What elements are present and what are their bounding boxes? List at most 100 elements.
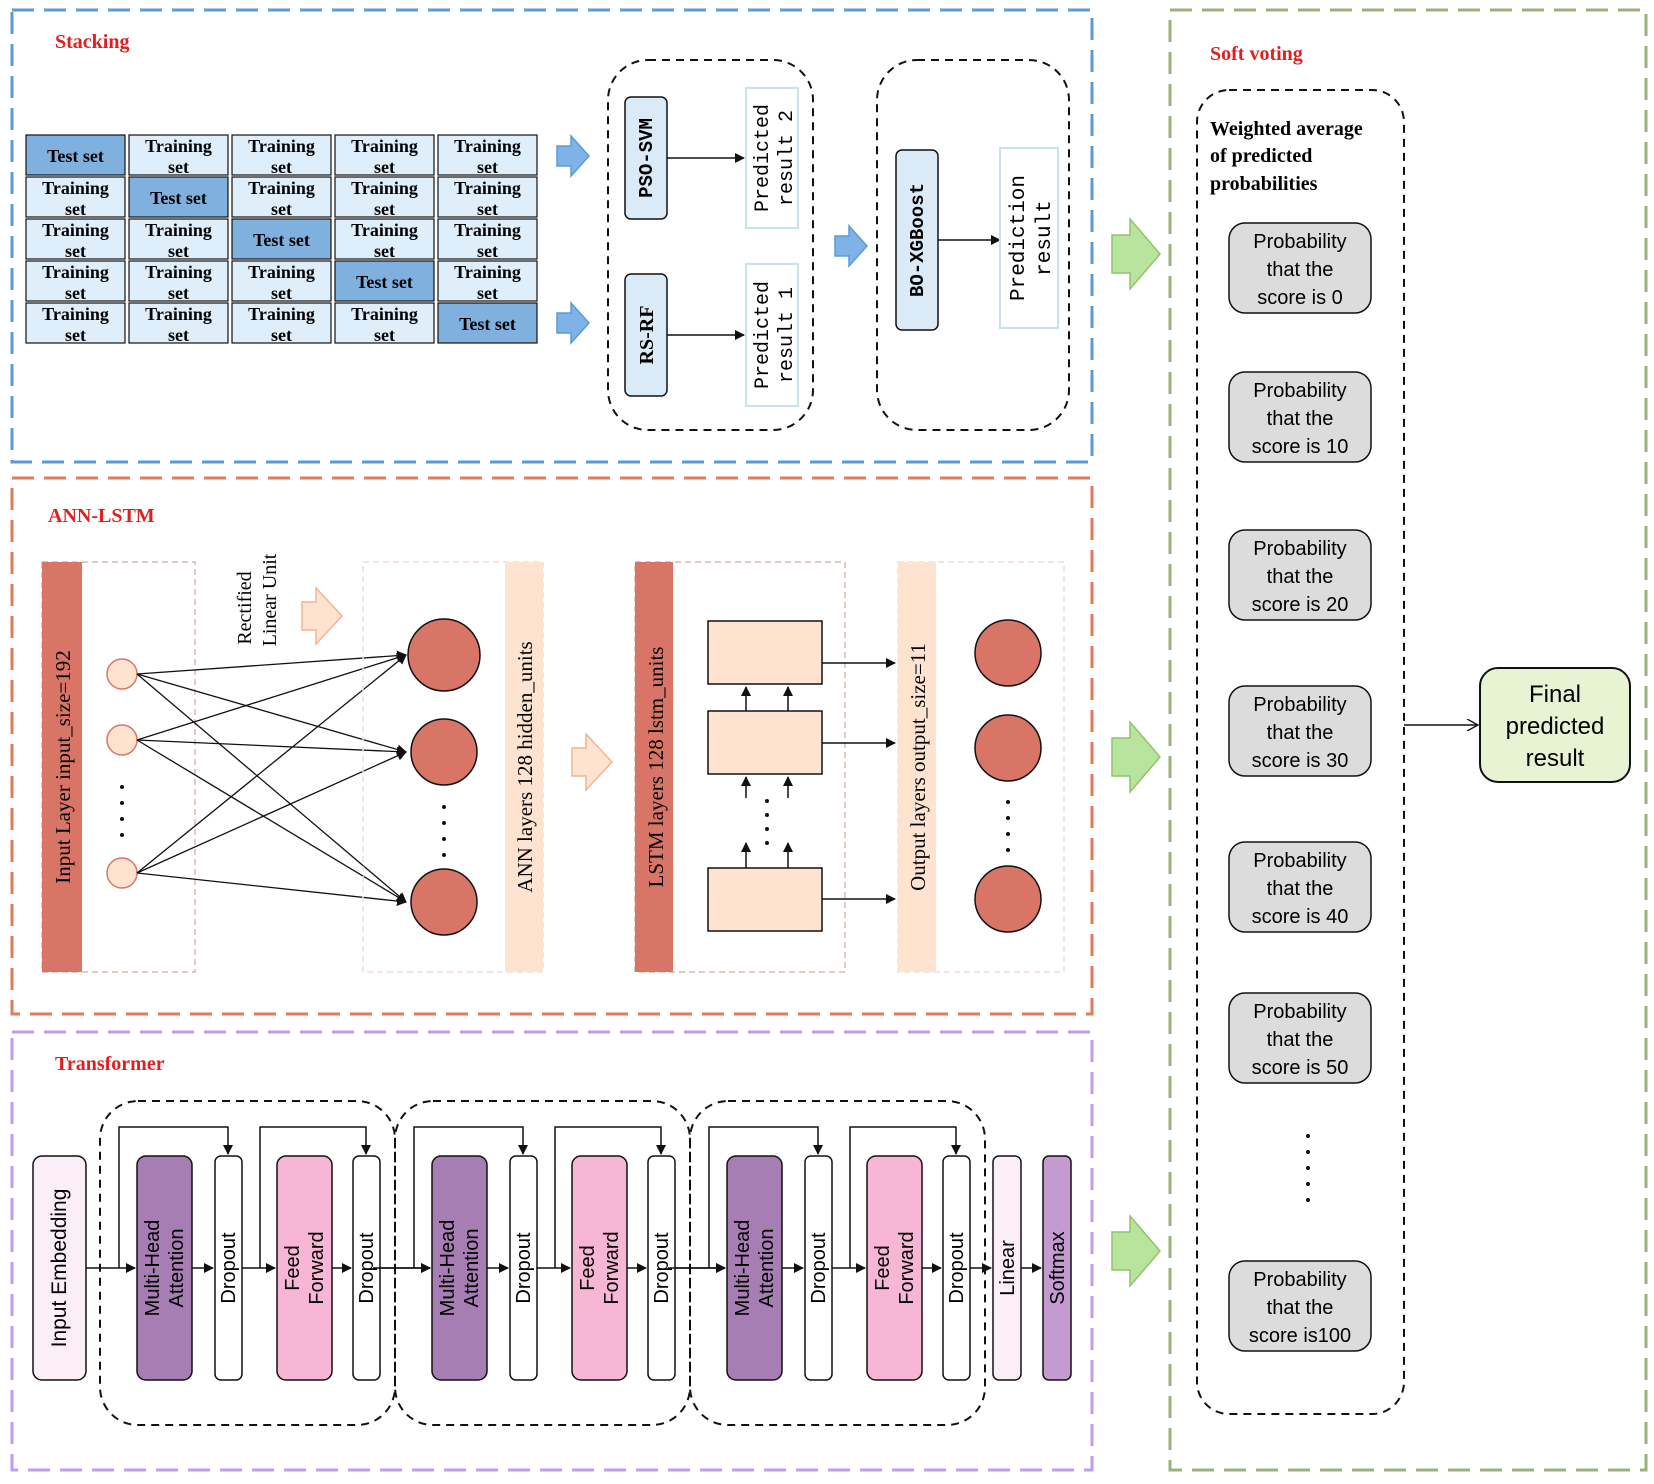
test-set-cell — [128, 176, 229, 218]
ellipsis-dots — [442, 805, 446, 857]
green-arrow-icon — [1111, 719, 1161, 795]
transformer-panel — [10, 1030, 1094, 1472]
feed-forward-block — [866, 1155, 923, 1381]
ellipsis-dots — [120, 785, 124, 837]
feed-forward-label: Feed — [872, 1245, 894, 1291]
relu-line1: Rectified — [234, 571, 256, 644]
blue-arrow-icon — [834, 224, 869, 268]
peach-arrow-icon — [571, 732, 614, 792]
ann-layers-label: ANN layers 128 hidden_units — [513, 641, 537, 892]
output-neuron — [974, 714, 1042, 782]
lstm-layers-label: LSTM layers 128 lstm_units — [644, 647, 668, 888]
feed-forward-label: Forward — [896, 1231, 918, 1304]
blue-arrow-icon — [556, 301, 591, 345]
lstm-cell — [707, 867, 823, 932]
training-set-cell — [437, 218, 538, 260]
attention-label: Multi-Head — [732, 1220, 754, 1317]
residual-connection — [708, 1126, 823, 1268]
probability-label: that the — [1267, 566, 1334, 588]
dropout-block — [804, 1155, 833, 1381]
training-set-cell — [25, 260, 126, 302]
feed-forward-block — [276, 1155, 333, 1381]
lstm-connections — [741, 658, 896, 904]
lstm-cell — [707, 620, 823, 685]
output-layer-frame — [897, 561, 1065, 973]
probability-label: that the — [1267, 259, 1334, 281]
dropout-block — [942, 1155, 971, 1381]
weighted-average-line2: of predicted — [1210, 145, 1312, 167]
ellipsis-dots — [765, 799, 769, 845]
probability-label: that the — [1267, 722, 1334, 744]
green-arrow-icon — [1111, 216, 1161, 292]
training-set-cell — [334, 176, 435, 218]
stacking-panel — [10, 8, 1094, 464]
dropout-label: Dropout — [946, 1232, 968, 1304]
soft-voting-panel — [1168, 8, 1648, 1472]
blue-arrow-icon — [556, 134, 591, 178]
lstm-layer-bar — [635, 562, 673, 972]
probability-label: Probability — [1253, 538, 1346, 560]
relu-line2: Linear Unit — [259, 553, 281, 646]
dropout-label: Dropout — [651, 1232, 673, 1304]
attention-label: Multi-Head — [437, 1220, 459, 1317]
probability-box — [1228, 841, 1372, 933]
probability-label: that the — [1267, 1029, 1334, 1051]
attention-label: Attention — [756, 1229, 778, 1308]
predicted-result-1-line2: result 1 — [776, 287, 799, 383]
probability-label: score is 50 — [1252, 1057, 1349, 1079]
green-arrow-icon — [1111, 1213, 1161, 1289]
probability-label: score is 20 — [1252, 594, 1349, 616]
cell-label: Test set — [150, 188, 207, 208]
base-models-group — [607, 59, 814, 431]
residual-connection — [413, 1126, 528, 1268]
test-set-cell — [437, 302, 538, 344]
training-set-cell — [128, 218, 229, 260]
probability-label: that the — [1267, 878, 1334, 900]
final-result-line3: result — [1526, 745, 1585, 772]
dropout-label: Dropout — [513, 1232, 535, 1304]
probability-label: that the — [1267, 1297, 1334, 1319]
probability-label: Probability — [1253, 231, 1346, 253]
predicted-result-2-line2: result 2 — [776, 110, 799, 206]
prediction-result-line2: result — [1034, 200, 1057, 276]
attention-label: Attention — [461, 1229, 483, 1308]
final-predicted-result-box — [1479, 667, 1631, 783]
input-neuron — [106, 724, 138, 756]
softmax-label: Softmax — [1047, 1231, 1069, 1304]
feed-forward-block — [571, 1155, 628, 1381]
probability-box — [1228, 685, 1372, 777]
dropout-block — [214, 1155, 243, 1381]
ann-neuron — [410, 868, 478, 936]
residual-connection — [118, 1126, 233, 1268]
training-set-cell — [231, 302, 332, 344]
output-layers-label: Output layers output_size=11 — [906, 643, 930, 891]
attention-label: Multi-Head — [142, 1220, 164, 1317]
test-set-cell — [334, 260, 435, 302]
softmax-block — [1042, 1155, 1072, 1381]
final-result-line1: Final — [1529, 681, 1581, 708]
prediction-result-line1: Prediction — [1008, 175, 1031, 301]
training-set-cell — [334, 302, 435, 344]
training-set-cell — [231, 260, 332, 302]
peach-arrow-icon — [301, 586, 344, 646]
rs-rf-label: RS-RF — [636, 306, 658, 365]
cell-label: Test set — [47, 146, 104, 166]
output-layer-bar — [898, 562, 936, 972]
training-set-cell — [437, 260, 538, 302]
ann-neuron — [407, 618, 481, 692]
input-layer-label: Input Layer input_size=192 — [51, 650, 75, 883]
probability-label: Probability — [1253, 850, 1346, 872]
neural-connections — [136, 650, 407, 907]
